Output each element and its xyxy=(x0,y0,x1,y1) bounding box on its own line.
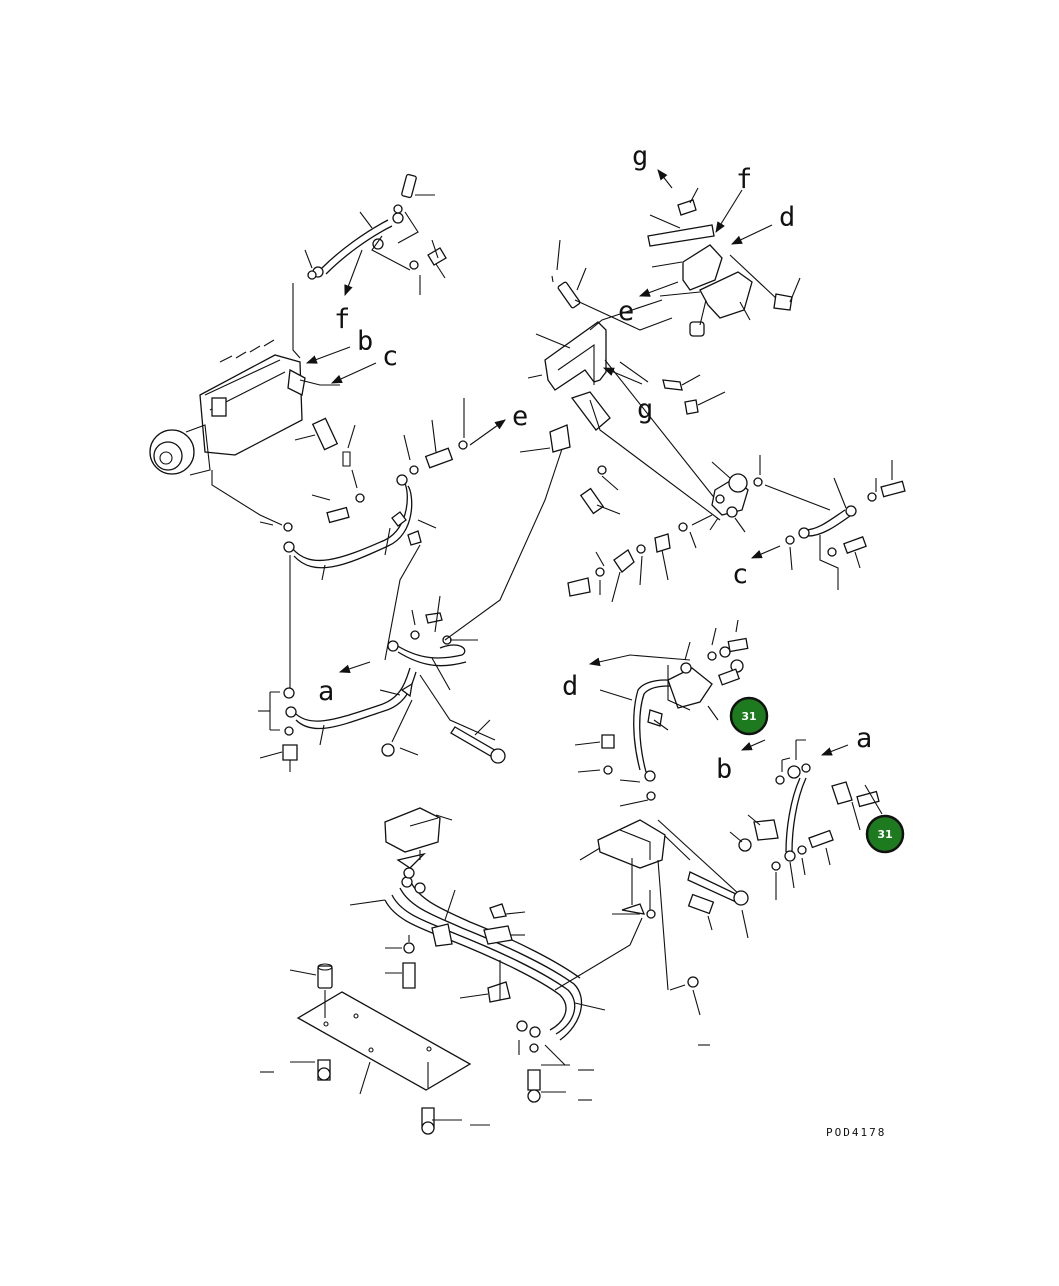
solenoid-bracket xyxy=(589,169,801,337)
callout-circle xyxy=(865,814,905,854)
overflow-pipe-upper xyxy=(307,173,447,280)
leaders-top-left xyxy=(292,194,446,449)
fuel-pipe-center xyxy=(338,439,566,764)
relay-box xyxy=(384,807,453,989)
label-f-top: f xyxy=(736,164,752,195)
priming-pump-group xyxy=(567,455,906,603)
fuel-pipe-right xyxy=(574,619,749,807)
label-g-mid: g xyxy=(637,394,653,425)
label-e-mid: e xyxy=(618,296,634,327)
label-d-top: d xyxy=(779,202,795,233)
fuel-pipe-lower-left xyxy=(258,667,419,772)
label-c-right: c xyxy=(732,559,748,590)
callout-badge-1[interactable]: 31 xyxy=(729,696,769,736)
label-a-left: a xyxy=(318,676,334,707)
mounting-plate xyxy=(260,963,594,1135)
fuel-pipe-left xyxy=(211,469,437,690)
label-c-left: c xyxy=(382,341,398,372)
injection-pump xyxy=(149,339,351,476)
filter-head-assembly xyxy=(554,819,749,1046)
label-f-left: f xyxy=(334,304,350,335)
label-e-right: e xyxy=(512,401,528,432)
hollow-screw-group xyxy=(403,398,506,475)
label-a-right: a xyxy=(856,723,872,754)
label-b-left: b xyxy=(357,326,373,357)
callout-number: 31 xyxy=(741,710,756,723)
label-d-lower: d xyxy=(562,671,578,702)
fuel-pipe-far-right xyxy=(729,739,883,900)
label-g-top: g xyxy=(632,141,648,172)
callout-circle xyxy=(729,696,769,736)
callout-number: 31 xyxy=(877,828,892,841)
bracket-assembly-center xyxy=(519,239,726,521)
label-b-right: b xyxy=(716,754,732,785)
letter-labels: g f d e f b c g e c a d a b xyxy=(318,141,872,785)
drawing-code: POD4178 xyxy=(826,1126,886,1139)
callout-badge-2[interactable]: 31 xyxy=(865,814,905,854)
fuel-lines-bottom xyxy=(349,876,606,1066)
